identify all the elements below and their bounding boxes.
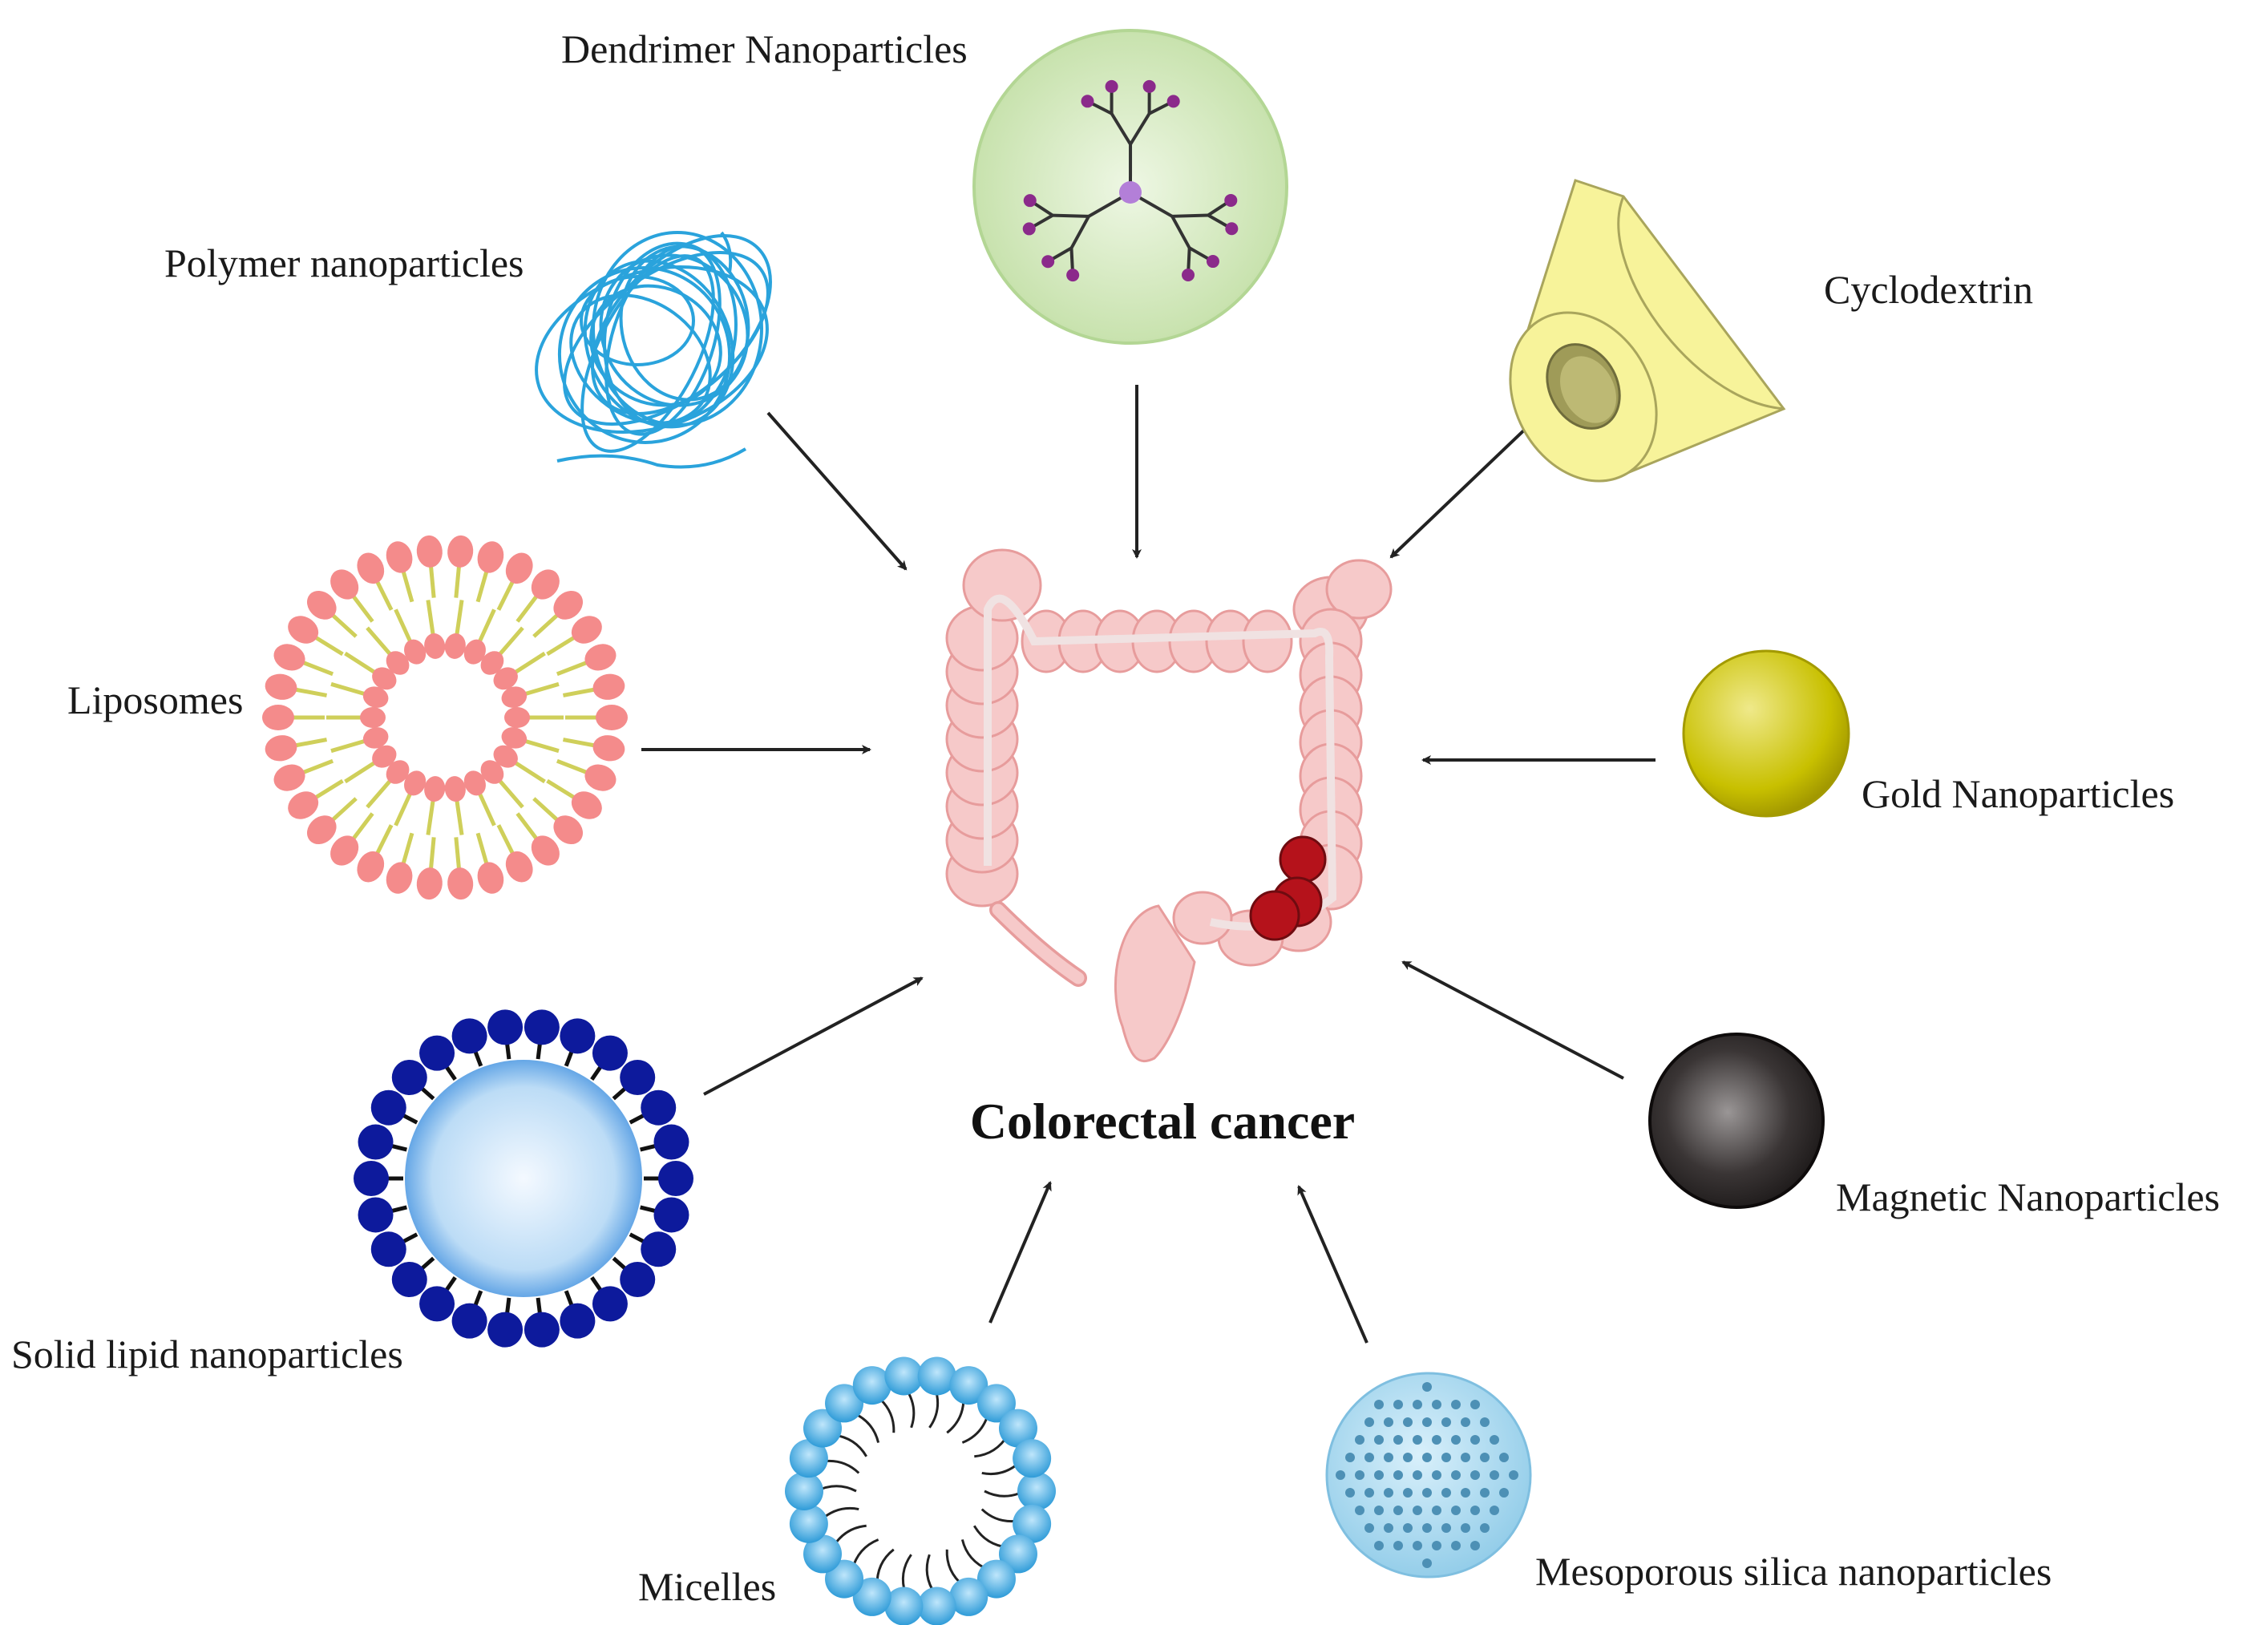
- micelle-icon: [785, 1356, 1056, 1625]
- arrow-magnetic: [1401, 960, 1624, 1080]
- label-liposomes: Liposomes: [67, 677, 243, 722]
- colon-icon: [945, 548, 1393, 1063]
- solid-lipid-icon: [354, 1009, 693, 1348]
- arrow-micelles: [988, 1181, 1052, 1324]
- arrow-cyclodextrin: [1389, 423, 1531, 559]
- label-mesoporous: Mesoporous silica nanoparticles: [1535, 1549, 2052, 1594]
- dendrimer-icon: [972, 29, 1288, 345]
- label-magnetic: Magnetic Nanoparticles: [1836, 1174, 2220, 1219]
- arrow-mesoporous: [1297, 1185, 1368, 1344]
- arrows: [641, 385, 1656, 1344]
- liposome-icon: [262, 535, 628, 900]
- arrow-polymer: [766, 411, 908, 571]
- gold-nanoparticle-icon: [1682, 649, 1850, 818]
- label-gold: Gold Nanoparticles: [1862, 771, 2174, 816]
- diagram-title: Colorectal cancer: [970, 1093, 1355, 1150]
- label-polymer: Polymer nanoparticles: [164, 241, 524, 285]
- cyclodextrin-icon: [1509, 179, 1786, 483]
- label-cyclodextrin: Cyclodextrin: [1824, 267, 2033, 312]
- label-solid-lipid: Solid lipid nanoparticles: [11, 1332, 403, 1376]
- magnetic-nanoparticle-icon: [1648, 1033, 1825, 1209]
- arrow-solid-lipid: [703, 976, 924, 1096]
- polymer-icon: [535, 231, 772, 469]
- label-micelles: Micelles: [638, 1564, 776, 1609]
- mesoporous-silica-icon: [1325, 1372, 1532, 1579]
- label-dendrimer: Dendrimer Nanoparticles: [561, 26, 968, 71]
